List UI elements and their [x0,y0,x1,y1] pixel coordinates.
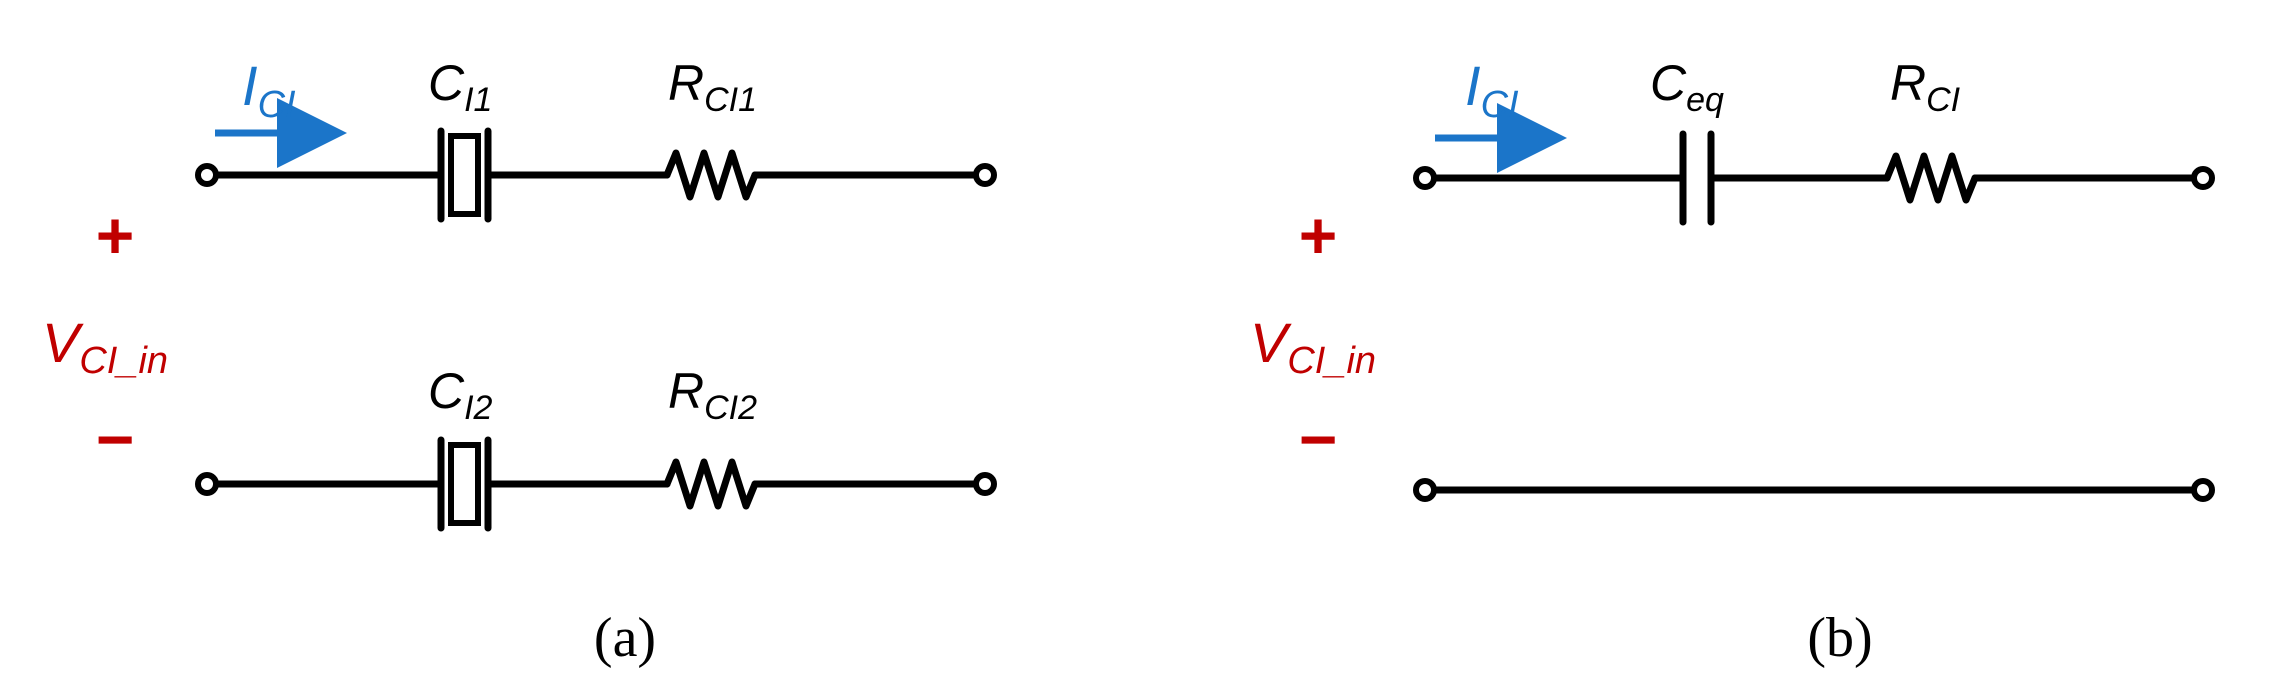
minus-sign-b: − [1299,402,1338,476]
cap-label-b: Ceq [1650,55,1724,119]
minus-sign-a: − [96,402,135,476]
cap1-label-a: CI1 [428,55,492,119]
res1-label-a: RCI1 [668,55,757,119]
caption-a: (a) [594,607,656,669]
resistor-ci [1883,152,1979,204]
terminal-a-bottom-right [973,472,997,496]
res2-label-a: RCI2 [668,363,757,427]
current-label-a: ICI [242,54,296,126]
terminal-b-top-right [2191,166,2215,190]
resistor-ci1 [663,149,759,201]
terminal-b-bottom-right [2191,478,2215,502]
panel-b: ICI Ceq RCI + VCI_in − (b) [1250,54,2215,669]
terminal-a-top-right [973,163,997,187]
res-label-b: RCI [1890,55,1961,119]
terminal-b-bottom-left [1413,478,1437,502]
voltage-label-b: VCI_in [1250,311,1376,382]
crystal-capacitor-i2 [437,436,492,532]
terminal-a-bottom-left [195,472,219,496]
resistor-ci2 [663,458,759,510]
current-label-b: ICI [1465,54,1519,126]
terminal-a-top-left [195,163,219,187]
panel-a: ICI CI1 RCI1 CI2 [42,54,997,669]
cap2-label-a: CI2 [428,363,493,427]
capacitor-eq [1679,130,1715,226]
plus-sign-a: + [96,198,135,272]
caption-b: (b) [1807,607,1872,669]
crystal-capacitor-i1 [437,127,492,223]
plus-sign-b: + [1299,198,1338,272]
terminal-b-top-left [1413,166,1437,190]
voltage-label-a: VCI_in [42,311,168,382]
